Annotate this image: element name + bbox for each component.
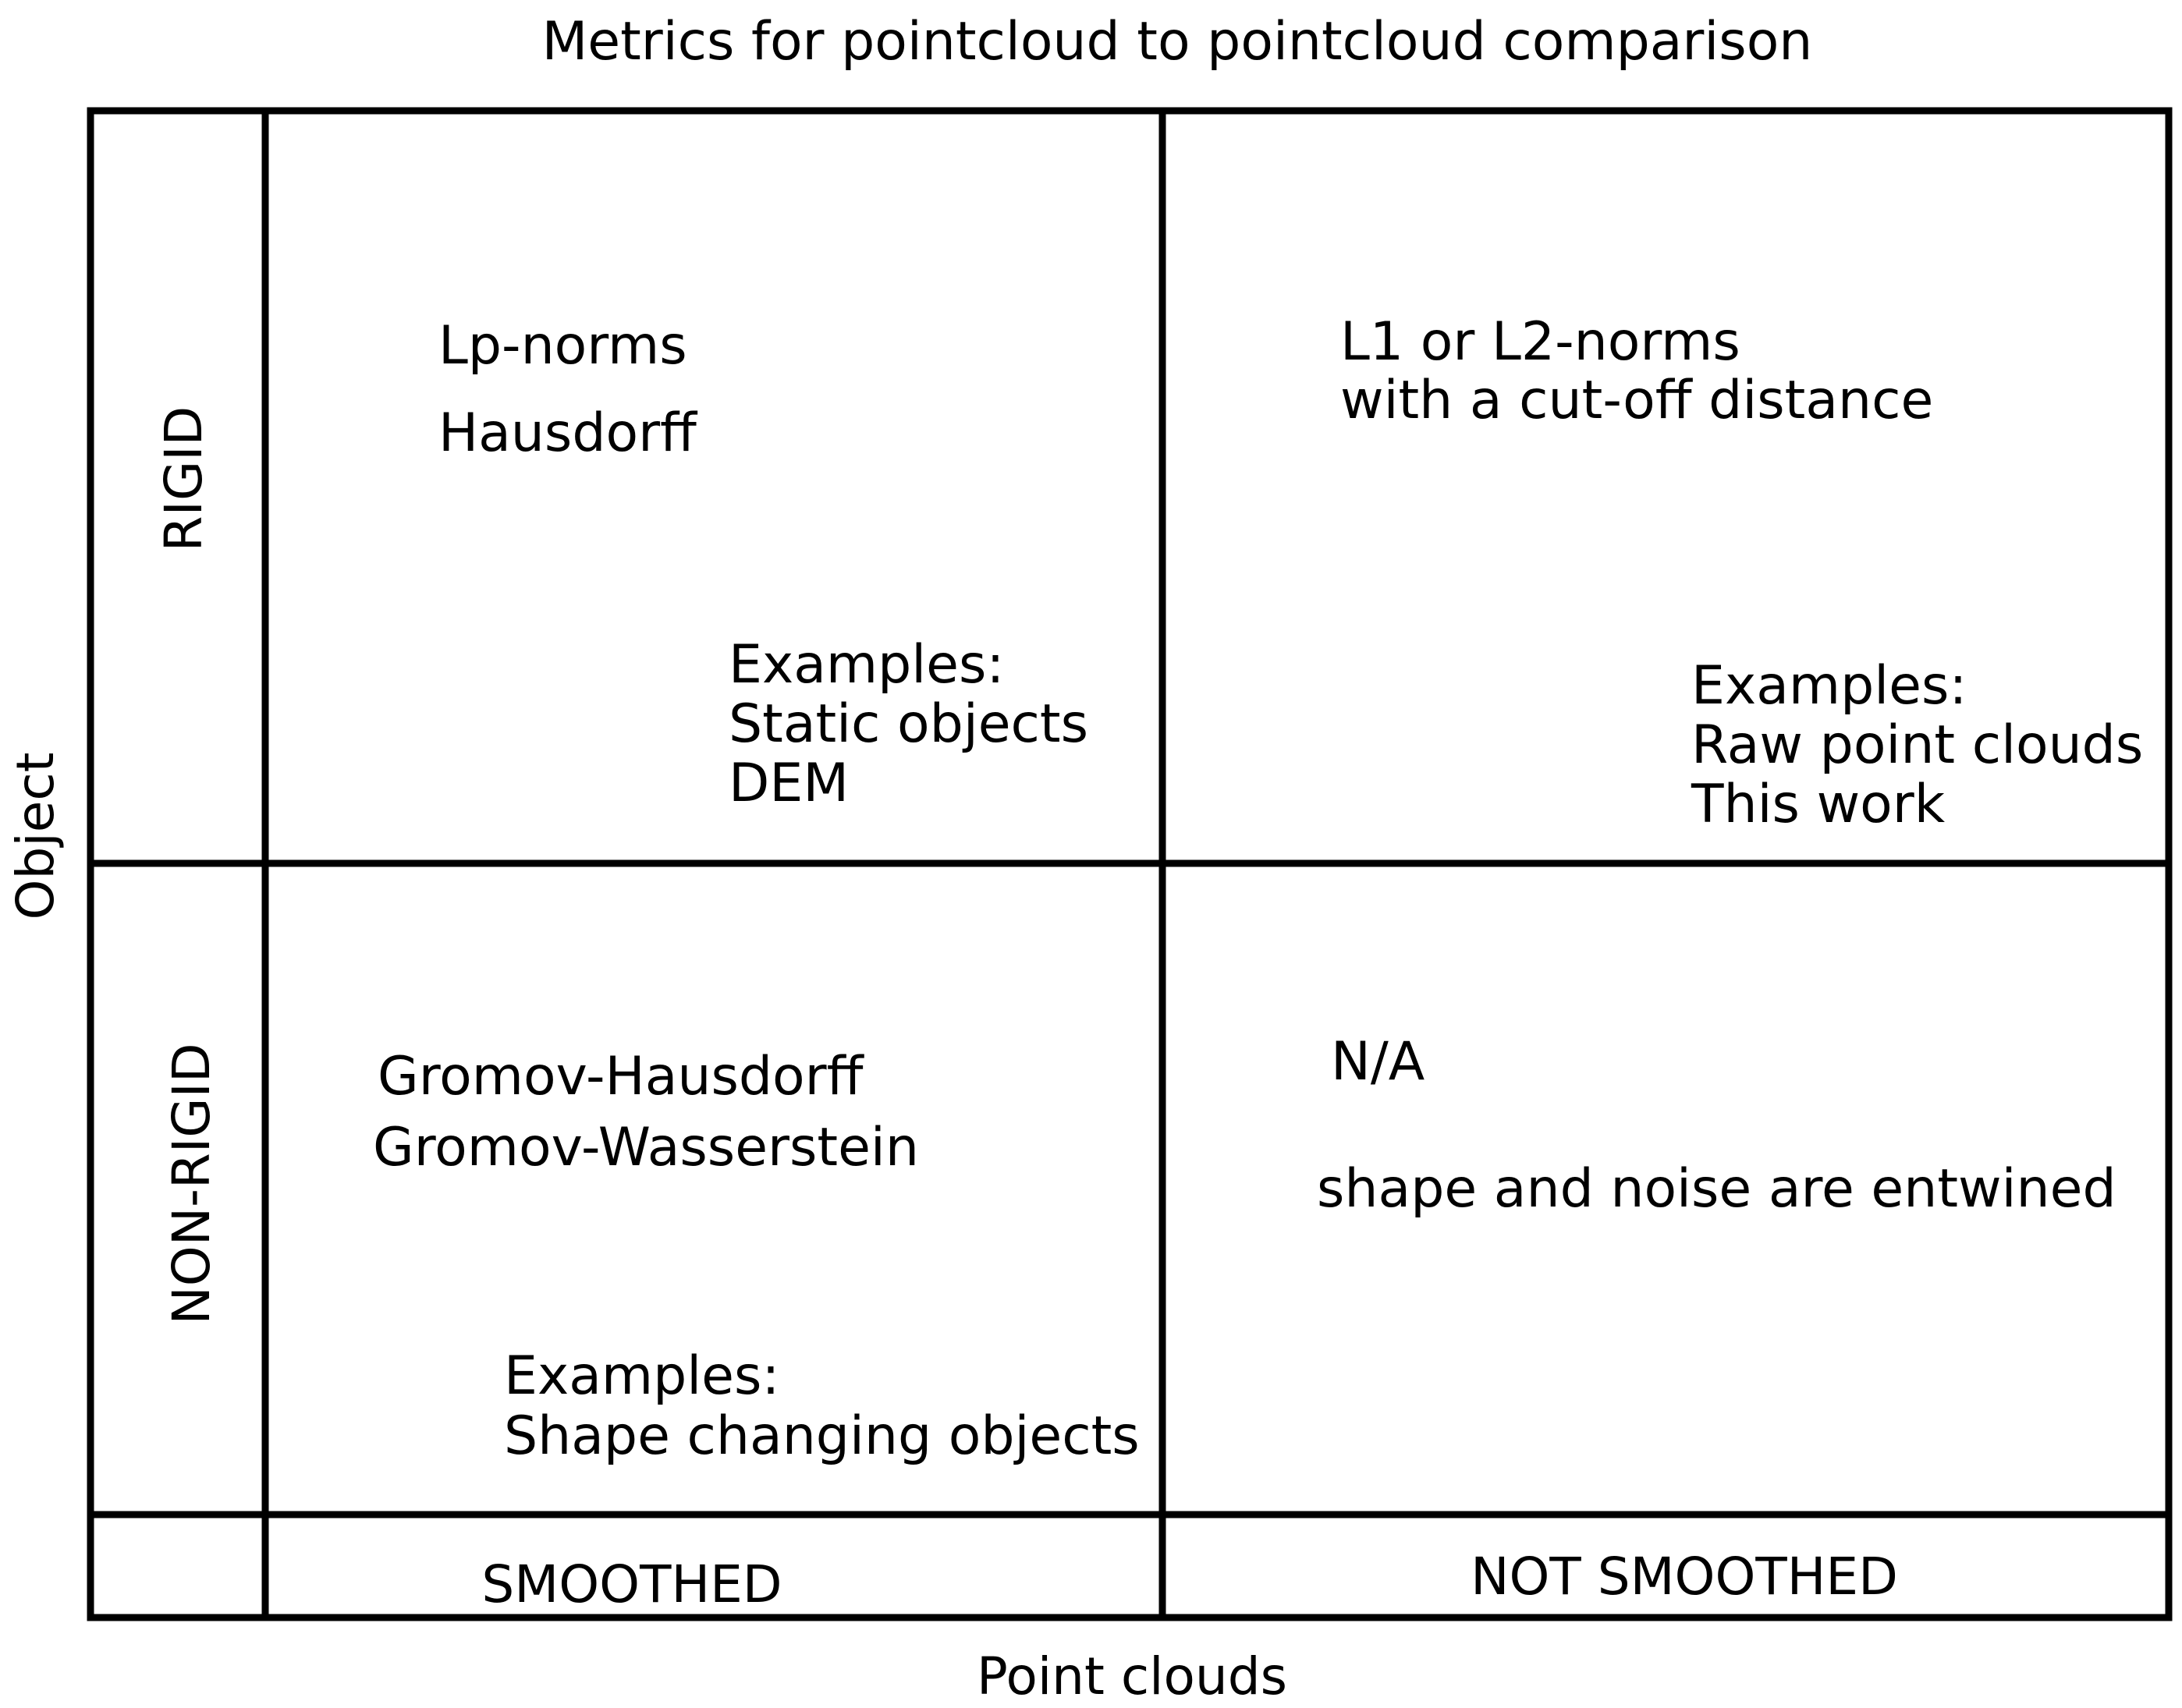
grid (87, 107, 2173, 1621)
row-header-rigid: RIGID (154, 406, 214, 552)
y-axis-label: Object (5, 753, 66, 920)
cell-rigid-not-smoothed: L1 or L2-norms with a cut-off distance E… (1340, 311, 2143, 835)
examples-heading: Examples: (729, 634, 1004, 696)
row-header-non-rigid: NON-RIGID (161, 1043, 222, 1324)
cell-non-rigid-not-smoothed: N/A shape and noise are entwined (1317, 1031, 2116, 1220)
example-this-work: This work (1691, 774, 1946, 835)
metric-l1-l2-norms: L1 or L2-norms (1340, 311, 1740, 373)
example-dem: DEM (729, 753, 849, 814)
diagram-title: Metrics for pointcloud to pointcloud com… (542, 11, 1813, 73)
status-not-applicable: N/A (1331, 1031, 1425, 1093)
example-shape-changing-objects: Shape changing objects (504, 1405, 1140, 1467)
metric-hausdorff: Hausdorff (438, 402, 698, 464)
metric-cut-off-distance: with a cut-off distance (1340, 370, 1933, 431)
cell-rigid-smoothed: Lp-norms Hausdorff Examples: Static obje… (438, 315, 1088, 814)
x-axis-label: Point clouds (977, 1646, 1287, 1706)
column-header-not-smoothed: NOT SMOOTHED (1471, 1547, 1898, 1607)
metric-lp-norms: Lp-norms (438, 315, 687, 377)
note-shape-noise-entwined: shape and noise are entwined (1317, 1158, 2116, 1220)
column-header-smoothed: SMOOTHED (481, 1554, 782, 1614)
cell-non-rigid-smoothed: Gromov-Hausdorff Gromov-Wasserstein Exam… (373, 1046, 1140, 1467)
example-static-objects: Static objects (729, 693, 1088, 755)
metric-gromov-wasserstein: Gromov-Wasserstein (373, 1117, 919, 1178)
example-raw-point-clouds: Raw point clouds (1691, 714, 2143, 776)
examples-heading: Examples: (1691, 655, 1967, 717)
metric-gromov-hausdorff: Gromov-Hausdorff (378, 1046, 865, 1107)
examples-heading: Examples: (504, 1345, 779, 1407)
